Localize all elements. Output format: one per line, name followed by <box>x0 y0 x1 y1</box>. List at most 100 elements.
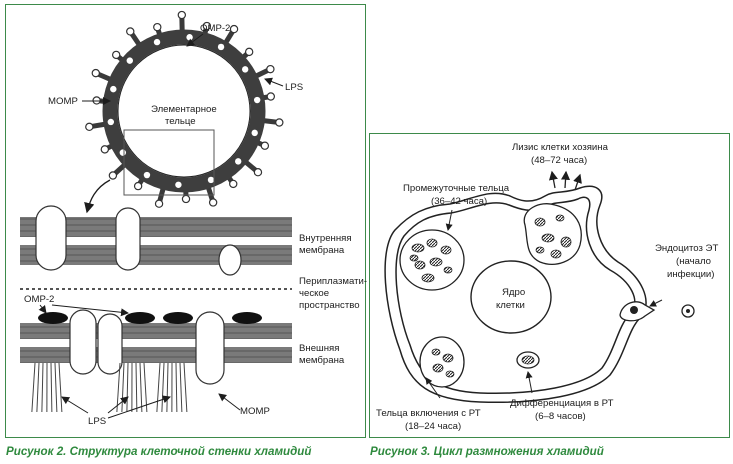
lps-strand <box>179 362 183 413</box>
label-body-line2: тельце <box>165 116 196 127</box>
inner-membrane <box>20 205 292 276</box>
spike-head <box>275 118 284 127</box>
reticulate-body <box>432 363 444 373</box>
reticulate-body <box>550 249 562 259</box>
outer-membrane <box>20 309 292 413</box>
zoom-arrow <box>84 179 111 214</box>
figure-3-caption: Рисунок 3. Цикл размножения хламидий <box>370 445 604 458</box>
label-nucleus-2: клетки <box>496 300 525 311</box>
spike-head <box>100 145 110 154</box>
label-intermediate-1: Промежуточные тельца <box>403 183 510 194</box>
label-lysis-2: (48–72 часа) <box>531 155 587 166</box>
reticulate-body <box>429 257 443 267</box>
label-endocytosis-2: (начало <box>676 256 711 267</box>
label-lps-top: LPS <box>285 82 303 93</box>
lps-strand <box>161 362 165 413</box>
momp-dot <box>235 158 242 165</box>
label-periplasm-1: Периплазмати- <box>299 276 367 287</box>
label-endocytosis-3: инфекции) <box>667 269 715 280</box>
momp-dot <box>153 38 161 46</box>
reticulate-body <box>443 266 453 274</box>
spike-head <box>208 198 218 207</box>
label-omp2-top: OMP-2 <box>200 23 230 34</box>
omp2-protein <box>232 312 262 324</box>
spike-head <box>229 24 239 34</box>
spike-head <box>108 171 118 180</box>
momp-dot <box>175 181 182 188</box>
spike-head <box>111 50 121 60</box>
spike-head <box>253 167 263 177</box>
lps-strand <box>156 362 161 413</box>
omp2-protein <box>38 312 68 324</box>
label-intermediate-2: (36–42 часа) <box>431 196 487 207</box>
label-lps-bottom: LPS <box>88 416 106 427</box>
label-outer-membrane-1: Внешняя <box>299 343 339 354</box>
reticulate-body <box>555 214 565 222</box>
reticulate-body <box>414 260 426 270</box>
reticulate-body <box>421 273 435 283</box>
spike-head <box>266 64 275 74</box>
reticulate-body <box>411 243 425 253</box>
zoom-box <box>123 129 215 196</box>
reticulate-body <box>440 245 452 255</box>
momp-dot <box>110 85 117 93</box>
label-momp-bottom: MOMP <box>240 406 270 417</box>
label-outer-membrane-2: мембрана <box>299 355 345 366</box>
label-omp2-mid: OMP-2 <box>24 294 54 305</box>
label-nucleus-1: Ядро <box>502 287 525 298</box>
lps-strand <box>183 362 188 413</box>
spike-head <box>153 22 162 32</box>
lps-strand <box>135 362 138 413</box>
lps-strand <box>50 362 53 413</box>
momp-dot <box>217 43 225 51</box>
spike-head <box>177 10 187 20</box>
lps-strand <box>166 362 169 413</box>
reticulate-body <box>535 246 545 254</box>
cell-nucleus <box>470 260 552 334</box>
figure-2-caption: Рисунок 2. Структура клеточной стенки хл… <box>6 445 312 458</box>
lps-strand <box>54 362 58 413</box>
reticulate-body <box>541 233 555 243</box>
reticulate-body <box>445 370 455 378</box>
reticulate-body <box>409 254 419 262</box>
spike-head <box>229 179 238 189</box>
lps-strand <box>143 362 148 413</box>
lps-strand <box>36 362 40 413</box>
reticulate-body <box>426 238 438 248</box>
inclusion-with-rt <box>419 336 465 388</box>
label-periplasm-3: пространство <box>299 300 360 311</box>
momp-dot <box>241 66 249 73</box>
label-differentiation-1: Дифференциация в РТ <box>510 398 614 409</box>
label-inclusion-1: Тельца включения с РТ <box>376 408 481 419</box>
spike-head <box>260 141 270 150</box>
label-momp-left: MOMP <box>48 96 78 107</box>
reticulate-body <box>560 236 572 248</box>
spike-head <box>154 199 164 208</box>
elementary-body <box>84 10 284 214</box>
endocytosis-vacuole <box>619 301 695 322</box>
omp2-protein <box>125 312 155 324</box>
spike-head <box>244 47 254 57</box>
momp-dot <box>126 57 133 64</box>
lps-strand <box>31 362 36 413</box>
omp2-protein <box>163 312 193 324</box>
reticulate-body <box>534 217 546 227</box>
reticulate-body <box>442 353 454 363</box>
lps-strand <box>139 362 143 413</box>
spike-head <box>92 96 101 105</box>
intermediate-bodies-inclusion <box>399 229 465 291</box>
lysis-inclusion <box>523 203 582 265</box>
differentiation-vacuole <box>516 351 540 369</box>
label-endocytosis-1: Эндоцитоз ЭТ <box>655 243 718 254</box>
label-lysis-1: Лизис клетки хозяина <box>512 142 609 153</box>
label-differentiation-2: (6–8 часов) <box>535 411 586 422</box>
lps-strand <box>41 362 44 413</box>
spike-head <box>266 92 275 101</box>
reticulate-body <box>431 348 441 356</box>
momp-dot <box>107 118 115 126</box>
lysis-arrows <box>548 170 582 191</box>
momp-dot <box>251 129 258 137</box>
spike-head <box>126 27 135 36</box>
spike-head <box>91 68 100 78</box>
label-inner-membrane-1: Внутренняя <box>299 233 352 244</box>
